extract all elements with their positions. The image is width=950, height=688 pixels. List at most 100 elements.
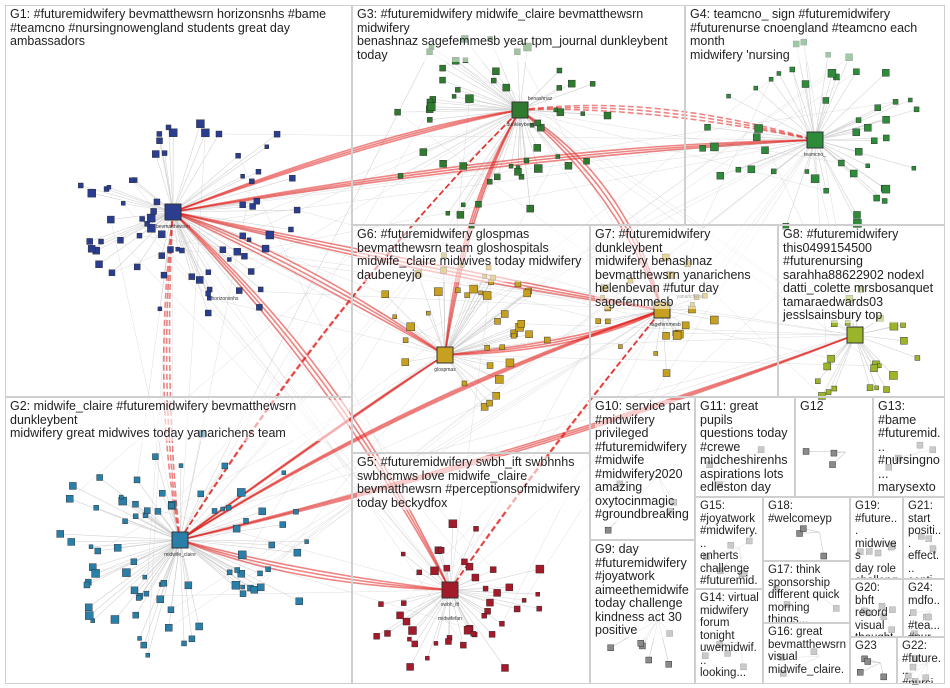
network-edge-strong (179, 334, 856, 541)
network-node (883, 386, 890, 393)
network-node (128, 177, 135, 183)
network-edge (449, 523, 454, 591)
network-edge (250, 139, 816, 589)
network-node (771, 168, 777, 175)
network-node (401, 358, 410, 366)
network-edge (376, 589, 451, 637)
network-edge (449, 307, 609, 591)
network-node (517, 320, 526, 328)
network-node (514, 168, 522, 176)
network-node (402, 617, 411, 626)
network-node (241, 252, 248, 260)
network-edge (179, 524, 283, 541)
network-edge (431, 106, 521, 111)
network-node (265, 566, 271, 572)
network-edge (108, 186, 174, 213)
network-node (866, 384, 874, 391)
network-node (464, 292, 470, 298)
network-edge (834, 334, 856, 389)
network-edge-strong (172, 139, 816, 213)
network-node (465, 94, 474, 103)
network-edge (444, 354, 510, 364)
network-node (603, 111, 612, 120)
network-edge (138, 539, 181, 599)
network-node (265, 230, 275, 240)
network-node (268, 541, 275, 549)
network-node (501, 664, 509, 672)
network-node (237, 488, 246, 497)
network-node (195, 276, 204, 284)
network-edge (110, 211, 174, 220)
network-node (500, 310, 509, 318)
group-g24-label: G24: mdfo... #tea... #nur... (908, 582, 942, 636)
network-edge (172, 133, 278, 213)
network-node (913, 106, 920, 113)
network-node (178, 463, 184, 468)
network-node (165, 124, 172, 131)
group-g10-box: G10: service part #midwifery privileged … (590, 397, 695, 540)
network-node (607, 644, 614, 651)
network-node (502, 83, 510, 92)
network-node (855, 117, 862, 123)
network-node (256, 304, 263, 311)
network-edge (168, 127, 174, 213)
network-edge (444, 288, 474, 356)
network-node (523, 289, 531, 298)
network-node (856, 669, 864, 676)
network-node (145, 652, 151, 658)
network-edge (98, 211, 174, 265)
network-node (279, 521, 286, 528)
network-edge-strong (172, 109, 521, 213)
network-node (288, 226, 294, 233)
network-node (482, 291, 492, 300)
network-node (873, 194, 880, 202)
network-node (240, 584, 245, 590)
network-node (133, 263, 141, 271)
network-edge (111, 109, 521, 273)
network-node (871, 137, 878, 145)
group-g11-label: G11: great pupils questions today #crewe… (700, 399, 792, 495)
network-edge-strong (172, 139, 816, 213)
network-node (106, 184, 112, 190)
network-edge (172, 171, 259, 213)
group-g21-box: G21: start positi... effect... conti... (903, 497, 945, 579)
network-edge (409, 589, 451, 668)
network-edge (100, 211, 174, 242)
group-g9-box: G9: day #futuremidwifery #joyatwork aime… (590, 540, 695, 684)
network-node (168, 502, 175, 509)
network-node (219, 246, 227, 253)
network-node (108, 269, 116, 276)
network-edge (91, 211, 174, 250)
network-edge (400, 109, 521, 177)
group-g8-box: G8: #futuremidwifery this0499154500 #fut… (778, 225, 945, 397)
network-edge (95, 334, 856, 574)
network-node (247, 268, 255, 275)
network-edge (828, 334, 856, 393)
network-node (456, 211, 465, 219)
network-edge (449, 589, 540, 609)
network-node (67, 538, 75, 546)
network-node (829, 461, 836, 468)
network-edge (449, 589, 464, 646)
network-edge (814, 57, 850, 141)
network-edge (854, 334, 918, 359)
network-node (486, 362, 494, 369)
network-edge-strong (172, 109, 521, 213)
network-node (281, 470, 287, 475)
network-edge (172, 206, 253, 213)
network-edge (172, 211, 291, 230)
network-edge (444, 292, 481, 356)
network-node (293, 508, 299, 515)
network-edge-strong (179, 539, 451, 591)
network-node (914, 355, 921, 361)
network-node (95, 260, 103, 268)
network-edge (442, 79, 521, 111)
network-node (753, 85, 758, 91)
network-node (526, 204, 534, 213)
network-edge (179, 539, 255, 590)
network-node (249, 178, 255, 185)
network-node (823, 187, 829, 194)
network-node (482, 585, 489, 592)
network-edge (510, 109, 521, 167)
network-edge (179, 539, 272, 546)
